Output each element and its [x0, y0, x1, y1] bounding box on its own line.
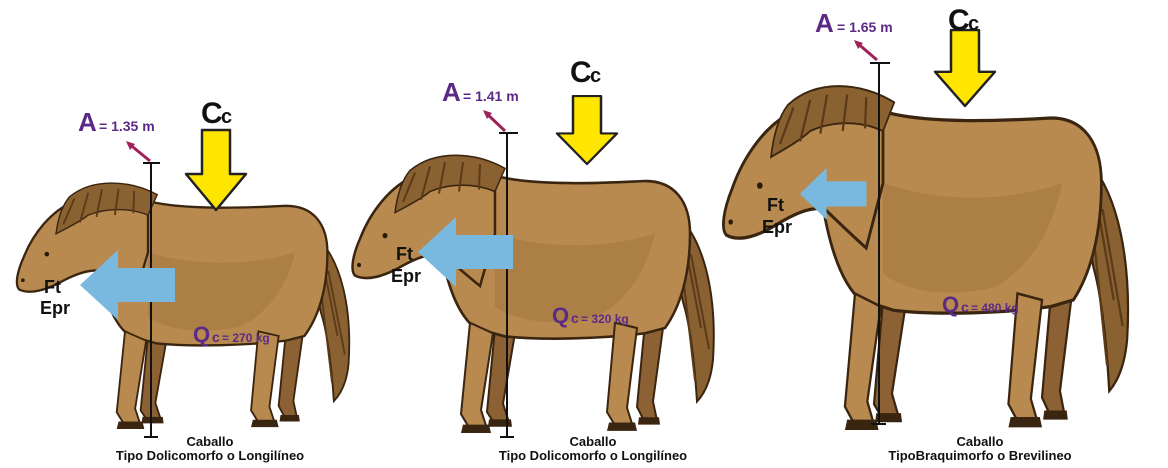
height-value: = 1.35 m [99, 118, 155, 134]
horse-illustration [723, 86, 1128, 430]
weight-sub: c [571, 310, 579, 326]
caption-horse-2: Caballo Tipo Dolicomorfo o Longilíneo [443, 435, 743, 463]
horse-1: A = 1.35 m C c Ft Epr Q c = 270 kg [17, 97, 349, 437]
height-letter: A [442, 77, 461, 107]
load-sub: c [590, 65, 601, 87]
force-line-2: Epr [40, 298, 70, 318]
weight-letter: Q [552, 303, 569, 328]
caption-horse-3: Caballo TipoBraquimorfo o Brevilineo [830, 435, 1130, 463]
weight-sub: c [212, 329, 220, 345]
weight-value: = 480 kg [971, 301, 1019, 315]
height-value: = 1.41 m [463, 88, 519, 104]
load-letter: C [201, 97, 223, 130]
weight-value: = 320 kg [581, 312, 629, 326]
load-arrow-icon [186, 130, 246, 210]
load-letter: C [570, 56, 592, 89]
weight-value: = 270 kg [222, 331, 270, 345]
weight-sub: c [961, 299, 969, 315]
caption-horse-1: Caballo Tipo Dolicomorfo o Longilíneo [60, 435, 360, 463]
caption-line-1: Caballo [443, 435, 743, 449]
load-sub: c [968, 13, 979, 35]
horse-illustration [353, 155, 714, 433]
load-arrow-icon [935, 30, 995, 106]
force-line-1: Ft [44, 277, 61, 297]
weight-letter: Q [942, 292, 959, 317]
load-sub: c [221, 106, 232, 128]
height-letter: A [78, 107, 97, 137]
horse-3: A = 1.65 m C c Ft Epr Q c = 480 kg [723, 4, 1128, 430]
force-line-1: Ft [767, 195, 784, 215]
load-arrow-icon [557, 96, 617, 164]
force-line-2: Epr [391, 266, 421, 286]
horse-2: A = 1.41 m C c Ft Epr Q c = 320 kg [353, 56, 714, 437]
force-line-1: Ft [396, 244, 413, 264]
caption-line-2: Tipo Dolicomorfo o Longilíneo [443, 449, 743, 463]
caption-line-2: TipoBraquimorfo o Brevilineo [830, 449, 1130, 463]
load-letter: C [948, 4, 970, 37]
caption-line-1: Caballo [60, 435, 360, 449]
weight-letter: Q [193, 322, 210, 347]
height-value: = 1.65 m [837, 19, 893, 35]
caption-line-2: Tipo Dolicomorfo o Longilíneo [60, 449, 360, 463]
force-line-2: Epr [762, 217, 792, 237]
caption-line-1: Caballo [830, 435, 1130, 449]
height-letter: A [815, 8, 834, 38]
